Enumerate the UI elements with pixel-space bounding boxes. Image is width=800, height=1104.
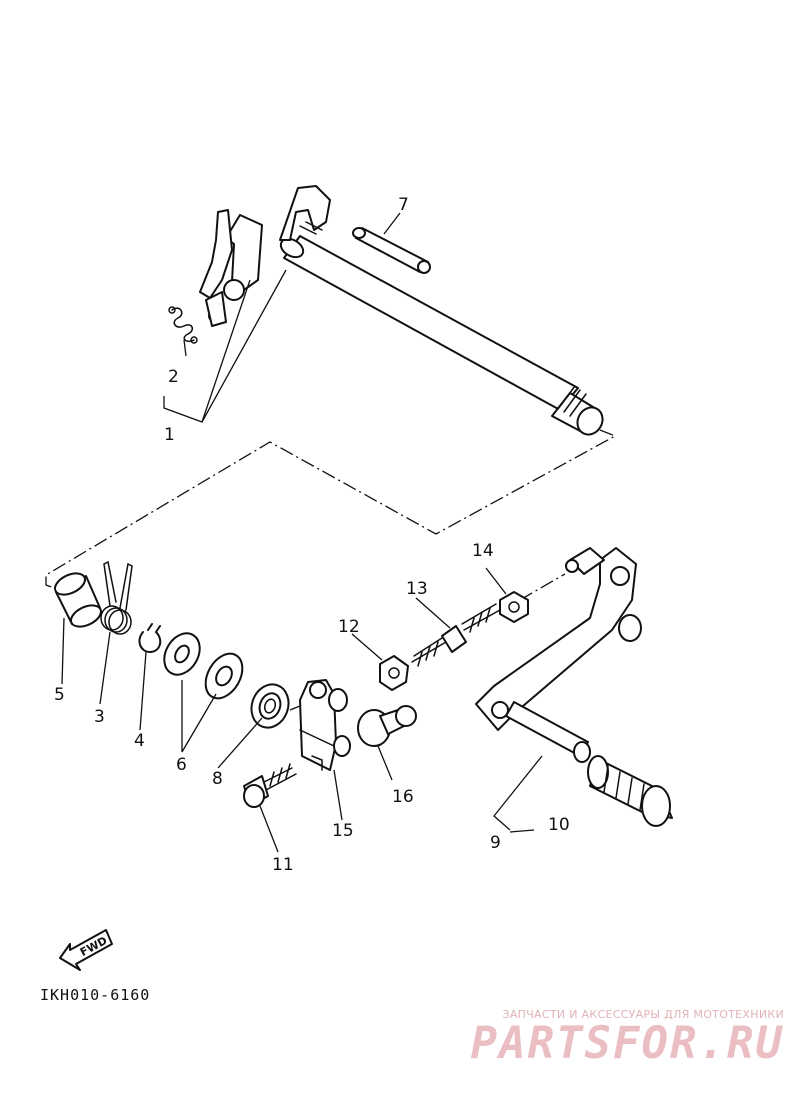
threaded-rod-part (411, 603, 501, 667)
oil-seal-part (250, 683, 290, 729)
callout-11: 11 (272, 855, 294, 875)
callout-3: 3 (94, 707, 105, 727)
nut-part-14 (499, 591, 529, 623)
assembly-dash-line (45, 429, 617, 591)
callout-16: 16 (392, 787, 414, 807)
drawing-code: IKH010-6160 (40, 986, 151, 1004)
leader-lines (61, 269, 543, 853)
pedal-dash-line (519, 573, 566, 601)
clamp-bracket-part (299, 679, 351, 771)
callout-8: 8 (212, 769, 223, 789)
callout-2: 2 (168, 367, 179, 387)
callout-14: 14 (472, 541, 494, 561)
washer-part-a (163, 632, 201, 676)
pin-part (352, 227, 431, 274)
bolt-part (243, 763, 297, 808)
callout-12: 12 (338, 617, 360, 637)
callout-9: 9 (490, 833, 501, 853)
callout-4: 4 (134, 731, 145, 751)
callout-7: 7 (398, 195, 409, 215)
footpeg-rubber-part (587, 755, 673, 827)
nut-part-12 (379, 655, 409, 691)
callout-13: 13 (406, 579, 428, 599)
watermark-tagline: ЗАПЧАСТИ И АКСЕССУАРЫ ДЛЯ МОТОТЕХНИКИ (502, 1008, 784, 1021)
spring-part (168, 306, 198, 344)
callout-1: 1 (164, 425, 175, 445)
collar-part (54, 572, 102, 628)
callout-6: 6 (176, 755, 187, 775)
ball-joint-part (357, 705, 417, 747)
fwd-arrow-icon: FWD (59, 929, 113, 971)
watermark-brand: PARTSFOR.RU (470, 1018, 784, 1069)
torsion-spring-part (100, 560, 133, 635)
callout-15: 15 (332, 821, 354, 841)
shift-pedal-part (475, 547, 642, 763)
watermark: ЗАПЧАСТИ И АКСЕССУАРЫ ДЛЯ МОТОТЕХНИКИ PA… (471, 1008, 784, 1067)
callout-5: 5 (54, 685, 65, 705)
shift-shaft-part (199, 185, 604, 436)
callout-10: 10 (548, 815, 570, 835)
pin-leader (383, 212, 401, 235)
circlip-part (138, 623, 162, 653)
washer-part-b (204, 652, 244, 700)
